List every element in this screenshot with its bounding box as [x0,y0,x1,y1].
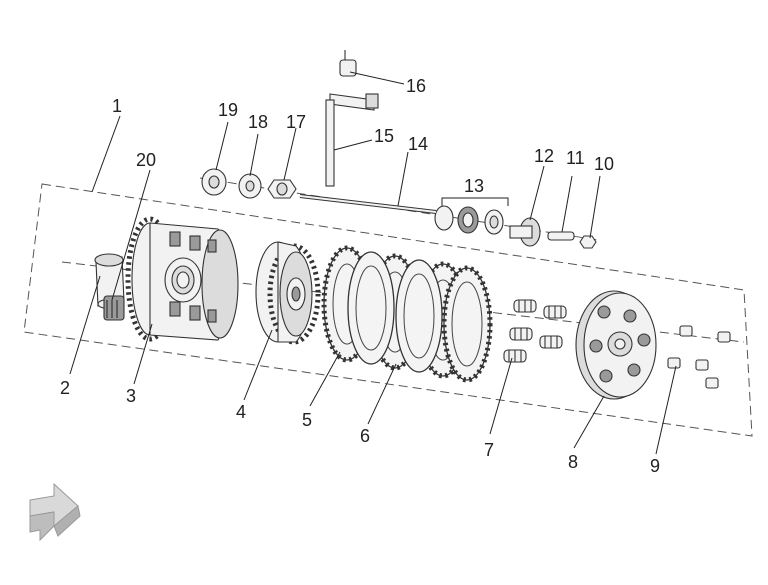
callout-11: 11 [566,148,585,168]
callout-labels: 1 2 3 4 5 6 7 8 9 10 11 12 13 14 15 16 1… [60,76,660,476]
lock-washer-icon [238,173,262,199]
callout-9: 9 [650,456,660,476]
hub-nut-icon [267,179,297,199]
pushrod-cup-icon [509,217,541,247]
nut-icon [579,235,597,249]
callout-16: 16 [406,76,426,96]
leader-lines [69,71,677,455]
callout-4: 4 [236,402,246,422]
thrust-washer-icon [201,168,227,196]
pushrod-icon [299,194,437,214]
adjuster-screw-icon [547,231,575,241]
bolt-icon [667,325,731,389]
clutch-spring-icon [503,299,567,363]
callout-13: 13 [464,176,484,196]
callout-20: 20 [136,150,156,170]
release-shaft-icon [325,93,379,187]
callout-15: 15 [374,126,394,146]
callout-2: 2 [60,378,70,398]
callout-19: 19 [218,100,238,120]
callout-7: 7 [484,440,494,460]
callout-10: 10 [594,154,614,174]
callout-3: 3 [126,386,136,406]
callout-18: 18 [248,112,268,132]
callout-8: 8 [568,452,578,472]
callout-17: 17 [286,112,306,132]
return-spring-icon [339,50,357,77]
clutch-hub-icon [255,241,321,345]
callout-12: 12 [534,146,554,166]
callout-5: 5 [302,410,312,430]
callout-14: 14 [408,134,428,154]
callout-1: 1 [112,96,122,116]
steel-plate-icon [347,251,493,383]
pressure-plate-icon [575,290,657,400]
clutch-basket-icon [125,216,239,342]
thrust-bearing-icon [434,205,504,235]
primary-gear-icon [103,295,125,321]
direction-arrow-icon [29,482,81,542]
callout-6: 6 [360,426,370,446]
